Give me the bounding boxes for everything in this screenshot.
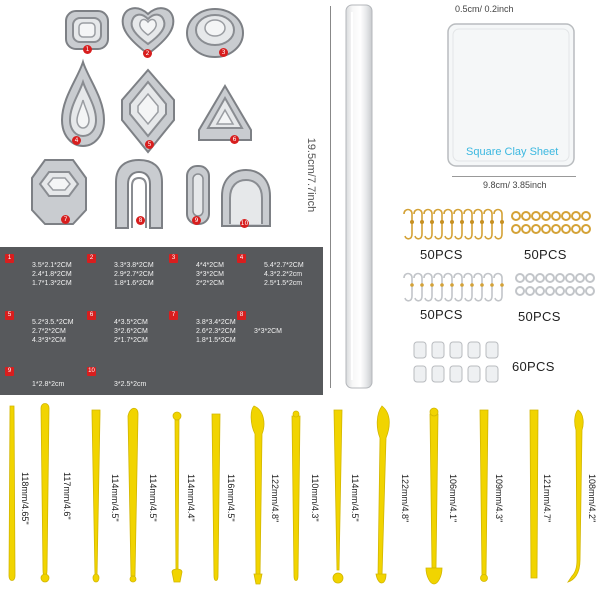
acrylic-rolling-pin bbox=[344, 4, 374, 389]
gold-hooks-qty: 50PCS bbox=[420, 247, 463, 262]
size-line: 2.7*2*2CM bbox=[32, 328, 66, 335]
tool-length-label: 110mm/4.3" bbox=[310, 474, 320, 522]
size-line: 5.2*3.5.*2CM bbox=[32, 319, 74, 326]
tool-length-label: 118mm/4.65" bbox=[20, 472, 30, 525]
cutter-number-badge: 9 bbox=[192, 216, 201, 225]
clay-sheet bbox=[446, 22, 576, 168]
size-number-badge: 5 bbox=[5, 311, 14, 320]
size-entry-7: 7 3.8*3.4*2CM 2.6*2.3*2CM 1.8*1.5*2CM bbox=[169, 311, 236, 345]
cutter-number-badge: 10 bbox=[240, 219, 249, 228]
tool-length-label: 122mm/4.8" bbox=[400, 474, 410, 523]
size-line: 2.5*1.5*2cm bbox=[264, 280, 303, 287]
sheet-title: Square Clay Sheet bbox=[466, 146, 559, 158]
sheet-thickness-label: 0.5cm/ 0.2inch bbox=[455, 4, 514, 14]
cutter-triangle: 6 bbox=[196, 82, 254, 146]
size-line: 1.7*1.3*2CM bbox=[32, 280, 72, 287]
silver-jump-rings bbox=[514, 272, 600, 298]
pin-length-label: 19.5cm/7.7inch bbox=[305, 137, 317, 213]
cutter-number-badge: 8 bbox=[136, 216, 145, 225]
tool-length-label: 106mm/4.1" bbox=[448, 474, 458, 523]
size-line: 5.4*2.7*2CM bbox=[264, 262, 304, 269]
size-line: 1*2.8*2cm bbox=[32, 381, 65, 388]
tool-length-label: 122mm/4.8" bbox=[270, 474, 280, 523]
size-number-badge: 6 bbox=[87, 311, 96, 320]
cutter-rhombus: 5 bbox=[118, 66, 178, 156]
cutter-number-badge: 6 bbox=[230, 135, 239, 144]
size-line: 3*3*2CM bbox=[254, 328, 283, 335]
tool-length-label: 116mm/4.5" bbox=[226, 474, 236, 522]
size-entry-4: 4 5.4*2.7*2CM 4.3*2.2*2cm 2.5*1.5*2cm bbox=[237, 254, 304, 288]
size-number-badge: 2 bbox=[87, 254, 96, 263]
size-entry-8: 8 3*3*2CM bbox=[237, 311, 283, 336]
size-line: 3.3*3.8*2CM bbox=[114, 262, 154, 269]
size-number-badge: 8 bbox=[237, 311, 246, 320]
size-number-badge: 9 bbox=[5, 367, 14, 376]
size-entry-6: 6 4*3.5*2CM 3*2.6*2CM 2*1.7*2CM bbox=[87, 311, 148, 345]
size-line: 2*2*2CM bbox=[196, 280, 225, 287]
tool-shapes bbox=[8, 403, 584, 585]
size-line: 4.3*2.2*2cm bbox=[264, 271, 303, 278]
tool-length-label: 114mm/4.5" bbox=[110, 474, 120, 522]
size-entry-1: 1 3.5*2.1*2CM 2.4*1.8*2CM 1.7*1.3*2CM bbox=[5, 254, 72, 288]
earring-backs bbox=[412, 340, 504, 386]
size-line: 3*2.6*2CM bbox=[114, 328, 148, 335]
tool-length-label: 114mm/4.4" bbox=[186, 474, 196, 522]
size-entry-2: 2 3.3*3.8*2CM 2.9*2.7*2CM 1.8*1.6*2CM bbox=[87, 254, 154, 288]
size-number-badge: 1 bbox=[5, 254, 14, 263]
silver-earring-hooks bbox=[400, 272, 504, 304]
tool-length-label: 121mm/4.7" bbox=[542, 474, 552, 523]
cutter-arch: 8 bbox=[112, 156, 166, 232]
size-line: 2*1.7*2CM bbox=[114, 337, 148, 344]
size-line: 1.8*1.5*2CM bbox=[196, 337, 236, 344]
pin-length-line bbox=[330, 6, 331, 388]
cutter-teardrop: 4 bbox=[58, 58, 108, 150]
cutter-number-badge: 4 bbox=[72, 136, 81, 145]
cutter-rounded-square: 1 bbox=[62, 5, 112, 55]
cutter-circle: 3 bbox=[184, 6, 246, 60]
tool-length-label: 114mm/4.5" bbox=[148, 474, 158, 522]
cutter-number-badge: 5 bbox=[145, 140, 154, 149]
cutter-number-badge: 7 bbox=[61, 215, 70, 224]
size-line: 2.6*2.3*2CM bbox=[196, 328, 236, 335]
gold-jump-rings bbox=[510, 210, 596, 236]
size-line: 1.8*1.6*2CM bbox=[114, 280, 154, 287]
sheet-width-arrow bbox=[452, 176, 576, 177]
size-number-badge: 3 bbox=[169, 254, 178, 263]
size-entry-5: 5 5.2*3.5.*2CM 2.7*2*2CM 4.3*3*2CM bbox=[5, 311, 74, 345]
cutter-heart: 2 bbox=[119, 2, 177, 58]
size-line: 3.5*2.1*2CM bbox=[32, 262, 72, 269]
cutter-capsule: 9 bbox=[183, 162, 213, 228]
size-line: 2.4*1.8*2CM bbox=[32, 271, 72, 278]
cutter-number-badge: 1 bbox=[83, 45, 92, 54]
size-line: 2.9*2.7*2CM bbox=[114, 271, 154, 278]
size-number-badge: 4 bbox=[237, 254, 246, 263]
tool-length-label: 114mm/4.5" bbox=[350, 474, 360, 522]
size-line: 3.8*3.4*2CM bbox=[196, 319, 236, 326]
earring-backs-qty: 60PCS bbox=[512, 359, 555, 374]
size-entry-9: 9 1*2.8*2cm bbox=[5, 367, 65, 389]
tool-length-label: 117mm/4.6" bbox=[62, 472, 72, 520]
tool-length-label: 109mm/4.3" bbox=[494, 474, 504, 523]
silver-hooks-qty: 50PCS bbox=[420, 307, 463, 322]
cutter-hexagon: 7 bbox=[30, 156, 88, 228]
gold-earring-hooks bbox=[400, 208, 504, 242]
size-line: 4*3.5*2CM bbox=[114, 319, 148, 326]
size-line: 3*3*2CM bbox=[196, 271, 225, 278]
size-chart-panel: 1 3.5*2.1*2CM 2.4*1.8*2CM 1.7*1.3*2CM 2 … bbox=[0, 247, 323, 395]
silver-rings-qty: 50PCS bbox=[518, 309, 561, 324]
size-number-badge: 7 bbox=[169, 311, 178, 320]
size-line: 4*4*2CM bbox=[196, 262, 225, 269]
sheet-width-label: 9.8cm/ 3.85inch bbox=[483, 180, 547, 190]
size-number-badge: 10 bbox=[87, 367, 96, 376]
size-line: 4.3*3*2CM bbox=[32, 337, 66, 344]
cutter-number-badge: 3 bbox=[219, 48, 228, 57]
cutter-number-badge: 2 bbox=[143, 49, 152, 58]
gold-rings-qty: 50PCS bbox=[524, 247, 567, 262]
cutter-semicircle: 10 bbox=[218, 166, 274, 232]
size-entry-3: 3 4*4*2CM 3*3*2CM 2*2*2CM bbox=[169, 254, 225, 288]
size-line: 3*2.5*2cm bbox=[114, 381, 147, 388]
size-entry-10: 10 3*2.5*2cm bbox=[87, 367, 147, 389]
tool-length-label: 108mm/4.2" bbox=[587, 474, 597, 523]
